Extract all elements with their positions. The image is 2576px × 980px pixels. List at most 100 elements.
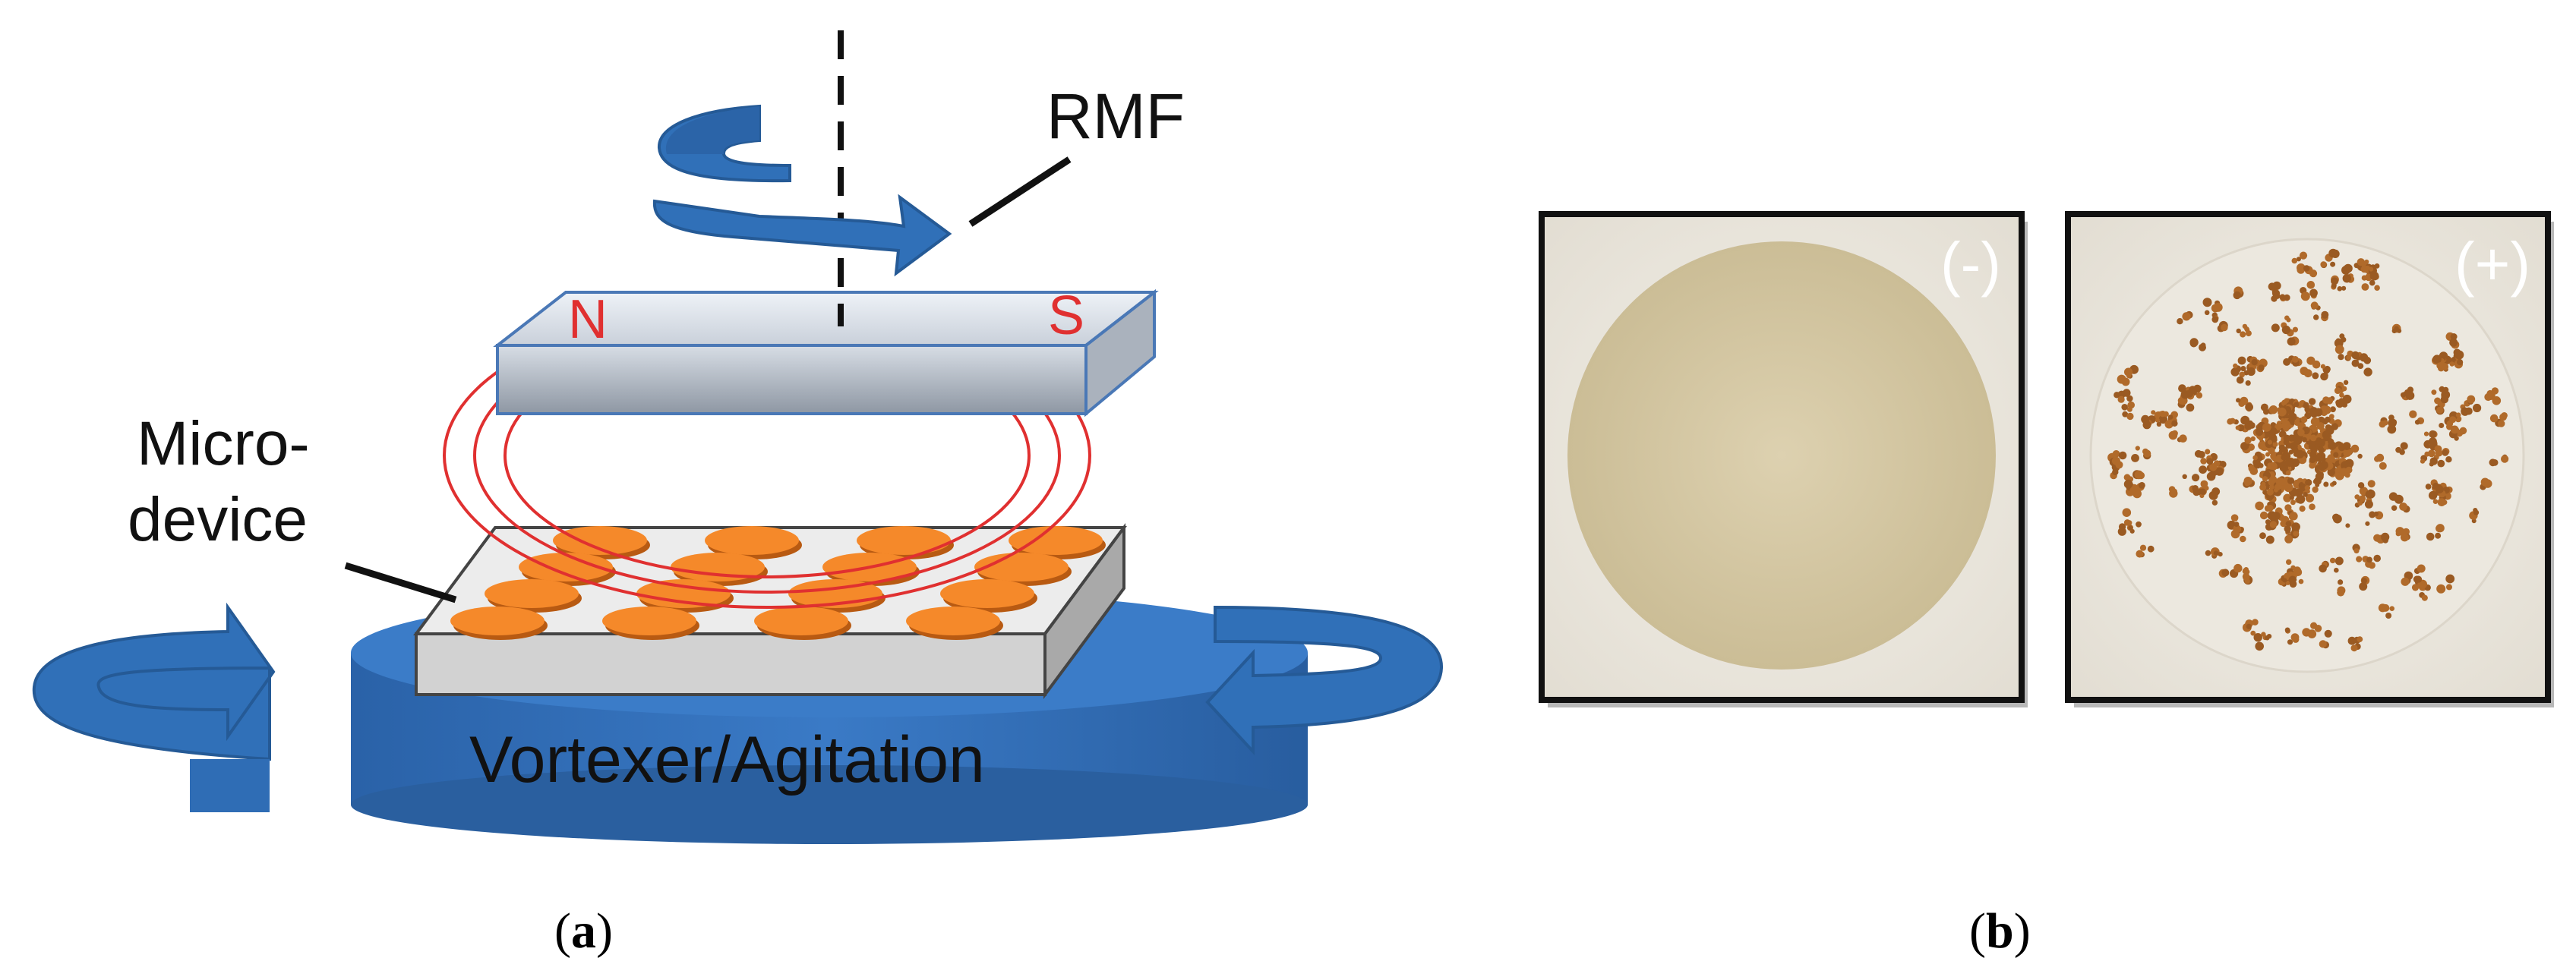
particle [2236, 398, 2241, 403]
particle [2284, 398, 2290, 404]
particle [2365, 521, 2370, 526]
particle [2400, 533, 2409, 542]
particle [2126, 520, 2132, 526]
particle [2309, 456, 2316, 464]
particle [2369, 279, 2376, 286]
particle [2246, 367, 2256, 377]
particle [2281, 454, 2287, 461]
particle [2455, 412, 2461, 418]
particle [2289, 442, 2298, 451]
particle [2334, 567, 2339, 573]
particle [2360, 266, 2368, 273]
particle [2420, 458, 2426, 464]
particle [2353, 548, 2360, 554]
particle [2239, 371, 2245, 378]
particle [2131, 484, 2139, 491]
particle [2361, 578, 2367, 584]
particle [2284, 525, 2291, 533]
orange-disc [940, 579, 1034, 608]
particle [2272, 441, 2278, 447]
particle [2240, 535, 2246, 543]
particle [2357, 363, 2364, 369]
particle [2269, 521, 2278, 528]
particle [2171, 430, 2178, 437]
particle [2155, 418, 2160, 423]
particle [2151, 410, 2156, 415]
particle [2300, 291, 2310, 301]
particle [2343, 449, 2352, 457]
orange-disc [602, 607, 696, 635]
particle [2449, 338, 2458, 347]
left-rotation-arrow-icon [32, 602, 276, 812]
particle [2242, 568, 2249, 575]
particle [2341, 402, 2348, 408]
particle [2303, 265, 2310, 272]
particle [2309, 462, 2316, 469]
particle [2486, 389, 2494, 397]
particle [2244, 326, 2249, 332]
particle [2431, 389, 2437, 395]
particle [2289, 580, 2297, 588]
particle [2171, 420, 2178, 427]
particle [2286, 317, 2291, 323]
particle [2136, 550, 2144, 558]
rmf-leader-line [968, 156, 1072, 227]
particle [2354, 494, 2360, 499]
particle [2325, 397, 2334, 405]
magnet-north-label: N [568, 289, 608, 350]
particle [2139, 544, 2147, 551]
particle [2252, 455, 2258, 461]
particle [2345, 523, 2350, 528]
particle [2501, 412, 2508, 419]
particle [2366, 556, 2372, 563]
particle [2255, 641, 2264, 651]
particle [2302, 436, 2307, 443]
particle [2283, 493, 2292, 503]
particle [2295, 449, 2305, 458]
particle [2177, 396, 2186, 405]
particle [2252, 619, 2259, 625]
particle [2274, 484, 2281, 491]
particle [2440, 395, 2449, 404]
particle [2131, 454, 2139, 462]
particle [2236, 328, 2241, 334]
particle [2320, 364, 2325, 369]
particle [2350, 644, 2358, 652]
particle [2388, 414, 2394, 421]
particle [2306, 356, 2316, 365]
particle [2128, 525, 2133, 531]
particle [2498, 420, 2505, 427]
particle [2328, 248, 2338, 258]
particle [2429, 430, 2437, 438]
particle [2307, 629, 2317, 638]
particle [2299, 506, 2306, 512]
right-rotation-arrow-icon [1205, 605, 1444, 756]
particle [2432, 499, 2439, 504]
magnet-south-label: S [1048, 285, 1084, 346]
particle [2305, 493, 2315, 503]
particle [2236, 376, 2244, 384]
particle [2258, 364, 2265, 371]
particle [2168, 486, 2176, 493]
particle [2221, 323, 2228, 332]
particle [2250, 630, 2256, 636]
particle [2278, 407, 2287, 417]
particle [2409, 410, 2417, 418]
particle [2373, 554, 2381, 562]
particle [2182, 312, 2191, 321]
particle [2221, 569, 2230, 577]
particle [2142, 421, 2151, 430]
particle [2261, 481, 2266, 487]
particle [2304, 406, 2310, 413]
particle [2292, 326, 2298, 332]
particle [2296, 257, 2301, 262]
particle [2342, 394, 2352, 404]
particle [2189, 338, 2199, 347]
particle [2346, 355, 2351, 361]
particle [2233, 525, 2242, 534]
particle [2309, 503, 2316, 510]
particle [2467, 395, 2476, 404]
particle [2288, 449, 2293, 455]
particle [2374, 285, 2380, 291]
